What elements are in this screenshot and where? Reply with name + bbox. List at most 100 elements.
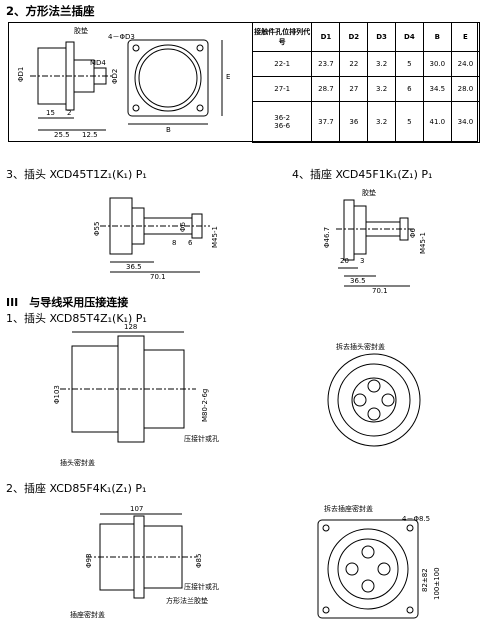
- s1-inner-ring: [138, 48, 198, 108]
- s4-shaft: [365, 221, 401, 237]
- p1-pin-label: 压接针或孔: [184, 435, 219, 443]
- table-cell: 22: [339, 51, 369, 77]
- p1-m80-label: M80-2-6g: [201, 388, 209, 422]
- s4-gasket-label: 胶垫: [362, 189, 376, 197]
- spec-header: D2: [339, 22, 369, 52]
- spec-header: D3: [367, 22, 396, 52]
- section3-title: 3、插头 XCD45T1Z₁(K₁) P₁: [6, 168, 147, 181]
- p2-holes-label: 4－Φ8.5: [402, 515, 431, 523]
- table-cell: 27-1: [251, 76, 313, 102]
- p2-end-inner: [337, 538, 399, 600]
- spec-table: 接触件孔位排列代号 D1 D2 D3 D4 B E 22-1 23.7 22 3…: [251, 22, 480, 143]
- part3-heading: III 与导线采用压接连接: [6, 296, 129, 309]
- s4-dim20-label: 20: [340, 257, 349, 265]
- table-cell: 24.0: [450, 51, 480, 77]
- section4-title: 4、插座 XCD45F1K₁(Z₁) P₁: [292, 168, 433, 181]
- table-cell: 37.7: [311, 101, 341, 143]
- p2-flange-square: [317, 519, 419, 619]
- p1-cap-label: 插头密封盖: [60, 459, 95, 467]
- p1-pin-top: [367, 379, 381, 393]
- s1-d2-label: ΦD2: [111, 68, 119, 84]
- p2-hole-br: [406, 606, 414, 614]
- s3-dim6-label: 6: [188, 239, 193, 247]
- p1-end-core: [351, 377, 397, 423]
- p1-pin-right: [381, 393, 395, 407]
- s4-dim3-label: 3: [360, 257, 365, 265]
- s1-hole-bl: [132, 104, 140, 112]
- table-cell: 36-2 36-6: [251, 101, 313, 143]
- table-cell: 36: [339, 101, 369, 143]
- p2-pin-bottom: [361, 579, 375, 593]
- spec-header: 接触件孔位排列代号: [251, 22, 313, 52]
- table-cell: 23.7: [311, 51, 341, 77]
- s4-m45-label: M45-1: [419, 232, 427, 254]
- part3-sub1-title: 1、插头 XCD85T4Z₁(K₁) P₁: [6, 312, 147, 325]
- spec-header: B: [422, 22, 452, 52]
- table-cell: 6: [394, 76, 424, 102]
- p1-pin-left: [353, 393, 367, 407]
- s3-m45-label: M45-1: [211, 226, 219, 248]
- table-cell: 5: [394, 51, 424, 77]
- p1-d103-label: Φ103: [53, 385, 61, 404]
- s1-flange-square: [127, 39, 209, 117]
- table-cell: 34.0: [450, 101, 480, 143]
- s3-d6-label: Φ6: [179, 222, 187, 232]
- table-cell: 28.7: [311, 76, 341, 102]
- s3-dim36-label: 36.5: [126, 263, 142, 271]
- p2-hole-bl: [322, 606, 330, 614]
- p2-pin-right: [377, 562, 391, 576]
- s1-outer-ring: [134, 44, 202, 112]
- p2-dim107-label: 107: [130, 505, 144, 513]
- s1-dim25-label: 25.5: [54, 131, 70, 139]
- p1-dim128-label: 128: [124, 323, 138, 331]
- table-cell: 5: [394, 101, 424, 143]
- table-cell: 3.2: [367, 51, 396, 77]
- table-cell: 27: [339, 76, 369, 102]
- spec-header-row: 接触件孔位排列代号 D1 D2 D3 D4 B E: [251, 22, 480, 52]
- table-cell: 34.5: [422, 76, 452, 102]
- table-cell: 22-1: [251, 51, 313, 77]
- s1-dim12-label: 12.5: [82, 131, 98, 139]
- s1-dim2-label: 2: [67, 109, 72, 117]
- s1-hole-tl: [132, 44, 140, 52]
- table-cell: 28.0: [450, 76, 480, 102]
- p2-rear: [99, 523, 135, 591]
- p1-end-inner: [337, 363, 411, 437]
- s1-dim15-label: 15: [46, 109, 55, 117]
- p2-pin-label: 压接针或孔: [184, 583, 219, 591]
- s1-md4-label: MD4: [90, 59, 106, 67]
- p2-gasket-label: 方形法兰胶垫: [166, 597, 208, 605]
- p2-remove-cap-label: 拆去插座密封盖: [324, 505, 373, 513]
- p2-cap-label: 插座密封盖: [70, 611, 105, 619]
- p1-end-outer: [327, 353, 421, 447]
- s4-body: [353, 205, 367, 255]
- table-cell: 30.0: [422, 51, 452, 77]
- p2-dim82-label: 82±82: [421, 568, 429, 592]
- table-row: 27-1 28.7 27 3.2 6 34.5 28.0: [251, 76, 480, 102]
- s4-d46-label: Φ46.7: [323, 226, 331, 248]
- p2-pin-left: [345, 562, 359, 576]
- s4-flange: [343, 199, 355, 261]
- p2-d98-label: Φ98: [85, 553, 93, 568]
- s1-gasket-label: 胶垫: [74, 27, 88, 35]
- s1-hole-br: [196, 104, 204, 112]
- s3-dim8-label: 8: [172, 239, 177, 247]
- table-cell: 3.2: [367, 101, 396, 143]
- s1-holes-label: 4－ΦD3: [108, 33, 135, 41]
- s1-e-label: E: [226, 73, 231, 81]
- p2-dim100-label: 100±100: [433, 567, 441, 600]
- p2-hole-tl: [322, 524, 330, 532]
- s3-dim70-label: 70.1: [150, 273, 166, 281]
- s1-b-label: B: [166, 126, 171, 134]
- p1-remove-cap-label: 拆去插头密封盖: [336, 343, 385, 351]
- p2-hole-tr: [406, 524, 414, 532]
- table-cell: 3.2: [367, 76, 396, 102]
- s4-dim36-label: 36.5: [350, 277, 366, 285]
- p2-end-outer: [327, 528, 409, 610]
- table-row: 36-2 36-6 37.7 36 3.2 5 41.0 34.0: [251, 101, 480, 143]
- p1-pin-bottom: [367, 407, 381, 421]
- table-row: 22-1 23.7 22 3.2 5 30.0 24.0: [251, 51, 480, 77]
- s1-hole-tr: [196, 44, 204, 52]
- p2-d85-label: Φ85: [195, 553, 203, 568]
- p2-pin-top: [361, 545, 375, 559]
